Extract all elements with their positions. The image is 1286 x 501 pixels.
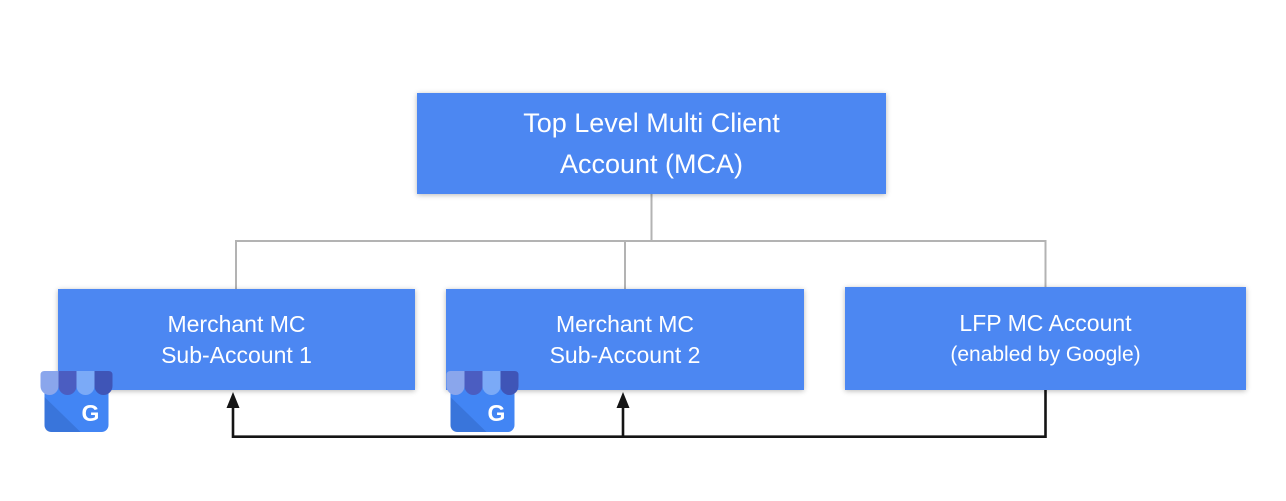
flow-arrow-lines — [231, 390, 1047, 438]
storefront-body — [450, 383, 515, 432]
tree-connector-lines — [235, 194, 1047, 289]
flow-arrowheads — [226, 392, 630, 408]
node-merchant-sub-account-1: Merchant MC Sub-Account 1 — [58, 289, 415, 390]
arrowhead-up-sub1-icon — [226, 392, 240, 408]
node-label-line: Merchant MC — [555, 310, 695, 337]
node-label-line: Account (MCA) — [559, 148, 744, 179]
arrowhead-up-sub2-icon — [616, 392, 630, 408]
node-label-line: Merchant MC — [167, 310, 306, 337]
node-label-line: Sub-Account 2 — [549, 341, 701, 368]
storefront-shade — [450, 397, 487, 432]
google-business-profile-icon: G — [40, 371, 113, 432]
storefront-shade — [44, 397, 81, 432]
google-business-profile-icon: G — [446, 371, 519, 432]
node-label-line: LFP MC Account — [959, 309, 1132, 336]
storefront-awning — [40, 371, 113, 395]
node-label-line: (enabled by Google) — [950, 342, 1141, 366]
edge-lfp-to-sub1 — [231, 390, 1047, 438]
google-g-letter: G — [82, 400, 100, 426]
google-g-letter: G — [488, 400, 506, 426]
node-lfp-mc-account: LFP MC Account (enabled by Google) — [845, 287, 1246, 390]
node-label-line: Sub-Account 1 — [161, 341, 312, 368]
storefront-body — [44, 383, 109, 432]
storefront-awning — [446, 371, 519, 395]
node-top-level-mca: Top Level Multi Client Account (MCA) — [417, 93, 886, 194]
node-label-line: Top Level Multi Client — [523, 107, 780, 138]
